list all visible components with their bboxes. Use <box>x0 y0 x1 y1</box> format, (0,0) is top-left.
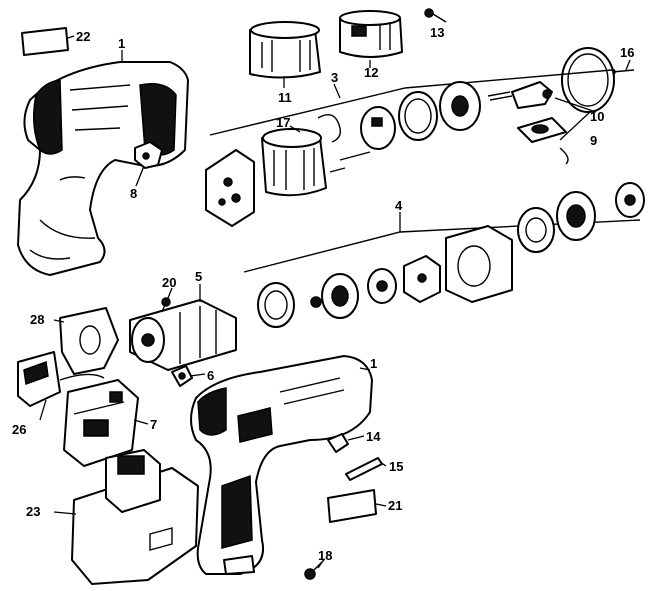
part-5-motor <box>129 299 237 371</box>
part-23-battery <box>71 449 199 585</box>
callout-28: 28 <box>30 312 44 327</box>
part-13-screw <box>424 8 447 23</box>
part-1-housing-left <box>17 61 189 276</box>
callout-9: 9 <box>590 133 597 148</box>
part-7-switch <box>63 379 139 467</box>
part-10-spindle <box>489 81 553 109</box>
callout-22: 22 <box>76 29 90 44</box>
callout-6: 6 <box>207 368 214 383</box>
callout-15: 15 <box>389 459 403 474</box>
callout-7: 7 <box>150 417 157 432</box>
callout-12: 12 <box>364 65 378 80</box>
callout-21: 21 <box>388 498 402 513</box>
callout-17: 17 <box>276 115 290 130</box>
part-14-clip <box>327 433 349 453</box>
part-26-wiring <box>17 351 105 407</box>
part-4-planetary-assembly <box>243 182 645 328</box>
leader-lines <box>39 35 631 569</box>
callout-18: 18 <box>318 548 332 563</box>
part-18-screw <box>304 559 325 580</box>
callout-14: 14 <box>366 429 381 444</box>
part-8-actuator <box>134 141 163 169</box>
part-9-clip <box>517 117 569 165</box>
callout-5: 5 <box>195 269 202 284</box>
part-28-heat-shield <box>59 307 119 375</box>
part-1-housing-right <box>190 355 373 575</box>
callout-10: 10 <box>590 109 604 124</box>
part-22-label <box>21 27 69 56</box>
callout-labels: 22 1 3 4 5 6 7 8 9 10 11 12 13 14 15 16 … <box>12 25 634 563</box>
callout-1-left: 1 <box>118 36 125 51</box>
part-3-gear-assembly <box>205 69 613 227</box>
callout-20: 20 <box>162 275 176 290</box>
part-21-label <box>327 489 377 523</box>
callout-4: 4 <box>395 198 403 213</box>
part-15-key <box>345 457 383 481</box>
callout-16: 16 <box>620 45 634 60</box>
part-12-chuck <box>339 10 403 58</box>
callout-11: 11 <box>278 90 292 105</box>
part-6-brush <box>171 365 193 387</box>
callout-23: 23 <box>26 504 40 519</box>
part-retaining-ring <box>561 47 615 113</box>
part-11-chuck-sleeve <box>249 21 321 79</box>
callout-8: 8 <box>130 186 137 201</box>
callout-1-right: 1 <box>370 356 377 371</box>
callout-13: 13 <box>430 25 444 40</box>
callout-26: 26 <box>12 422 26 437</box>
part-20-screw <box>161 297 171 313</box>
callout-3: 3 <box>331 70 338 85</box>
